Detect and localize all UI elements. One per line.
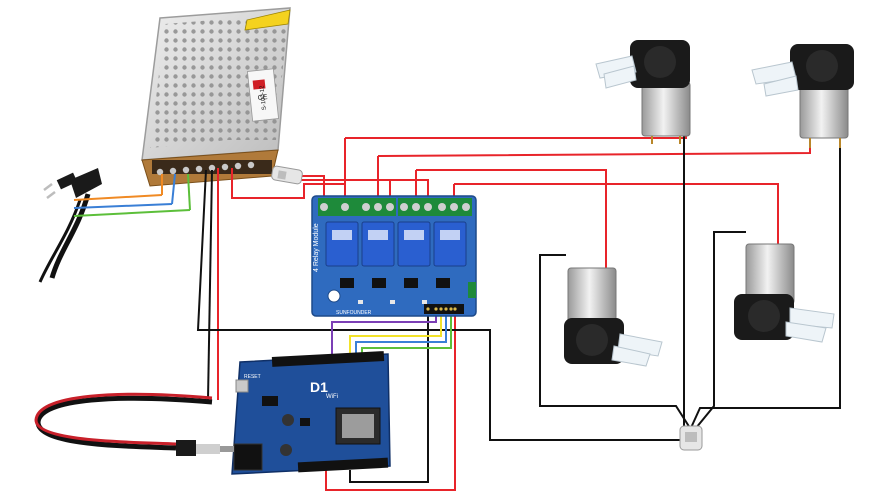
d1-board-title: D1 bbox=[310, 379, 328, 395]
splice-connector-bottom bbox=[679, 425, 703, 451]
pump-3 bbox=[564, 267, 663, 367]
pump-4 bbox=[734, 243, 835, 343]
d1-reset-label: RESET bbox=[244, 374, 261, 380]
relay-module-title: 4 Relay Module bbox=[313, 223, 320, 272]
pump-2 bbox=[751, 44, 854, 148]
psu-ce-mark: CE bbox=[257, 94, 268, 102]
splice-connector-top bbox=[271, 165, 303, 185]
dc-barrel-cable bbox=[34, 392, 234, 456]
wires-black bbox=[196, 120, 841, 483]
d1-board-subtitle: WiFi bbox=[326, 394, 338, 400]
relay-input-header bbox=[424, 304, 464, 314]
relay-module: 4 Relay Module SUNFOUNDER bbox=[311, 195, 477, 317]
mains-plug bbox=[38, 168, 191, 283]
psu-model-label: S-100-12 bbox=[259, 85, 268, 111]
pump-1 bbox=[595, 40, 691, 144]
psu-terminal-block bbox=[152, 160, 272, 176]
d1-dc-jack bbox=[233, 443, 263, 471]
relay-blocks bbox=[325, 221, 467, 267]
psu-label-plate: S-100-12 CE bbox=[247, 68, 279, 122]
d1-board: D1 WiFi RESET bbox=[231, 351, 391, 475]
d1-usb-port bbox=[235, 379, 249, 393]
relay-leds bbox=[358, 300, 427, 304]
relay-brand-label: SUNFOUNDER bbox=[336, 310, 372, 316]
relay-optocouplers bbox=[327, 278, 450, 303]
relay-terminal-blocks bbox=[318, 198, 472, 216]
power-supply: S-100-12 CE bbox=[141, 7, 291, 187]
